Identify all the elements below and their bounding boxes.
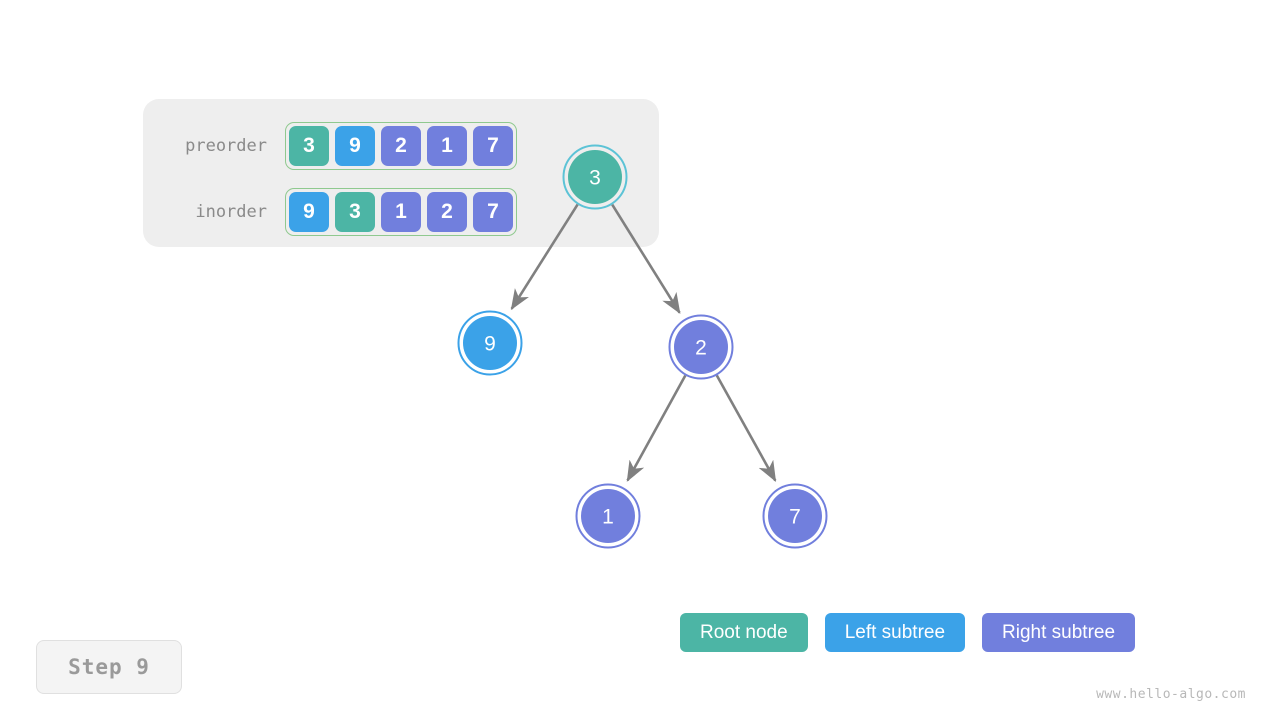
array-cell: 3 <box>335 192 375 232</box>
inorder-label: inorder <box>195 202 267 222</box>
tree-node-label: 9 <box>484 333 496 356</box>
array-cell: 1 <box>381 192 421 232</box>
array-cell: 7 <box>473 192 513 232</box>
tree-node-body <box>463 316 517 370</box>
watermark: www.hello-algo.com <box>1096 687 1246 702</box>
tree-node-body <box>674 320 728 374</box>
tree-node-label: 7 <box>789 506 801 529</box>
tree-node-body <box>568 150 622 204</box>
tree-node-ring <box>762 483 828 549</box>
tree-node[interactable]: 1 <box>575 483 641 549</box>
tree-edge <box>626 374 687 482</box>
tree-node-ring <box>575 483 641 549</box>
array-cell: 1 <box>427 126 467 166</box>
array-cell: 2 <box>427 192 467 232</box>
tree-node[interactable]: 3 <box>562 144 628 210</box>
tree-node-ring <box>562 144 628 210</box>
tree-node[interactable]: 9 <box>457 310 523 376</box>
array-cell: 7 <box>473 126 513 166</box>
tree-edge <box>715 374 777 482</box>
step-badge: Step 9 <box>36 640 182 694</box>
array-cell: 3 <box>289 126 329 166</box>
tree-nodes: 3 9 2 1 7 <box>457 144 828 549</box>
tree-edge <box>510 203 579 311</box>
legend-button-right[interactable]: Right subtree <box>982 613 1136 652</box>
legend: Root node Left subtree Right subtree <box>680 613 1136 652</box>
tree-node-body <box>768 489 822 543</box>
legend-button-root[interactable]: Root node <box>680 613 808 652</box>
tree-node[interactable]: 7 <box>762 483 828 549</box>
array-cell: 9 <box>289 192 329 232</box>
tree-node-ring <box>668 314 734 380</box>
tree-node-label: 3 <box>589 167 601 190</box>
tree-node[interactable]: 2 <box>668 314 734 380</box>
array-cell: 2 <box>381 126 421 166</box>
tree-node-label: 2 <box>695 337 707 360</box>
legend-button-left[interactable]: Left subtree <box>824 613 966 652</box>
tree-node-body <box>581 489 635 543</box>
tree-node-ring <box>457 310 523 376</box>
tree-edge <box>611 203 681 314</box>
array-cell: 9 <box>335 126 375 166</box>
tree-edges <box>510 203 777 482</box>
preorder-label: preorder <box>185 136 267 156</box>
tree-node-label: 1 <box>602 506 614 529</box>
